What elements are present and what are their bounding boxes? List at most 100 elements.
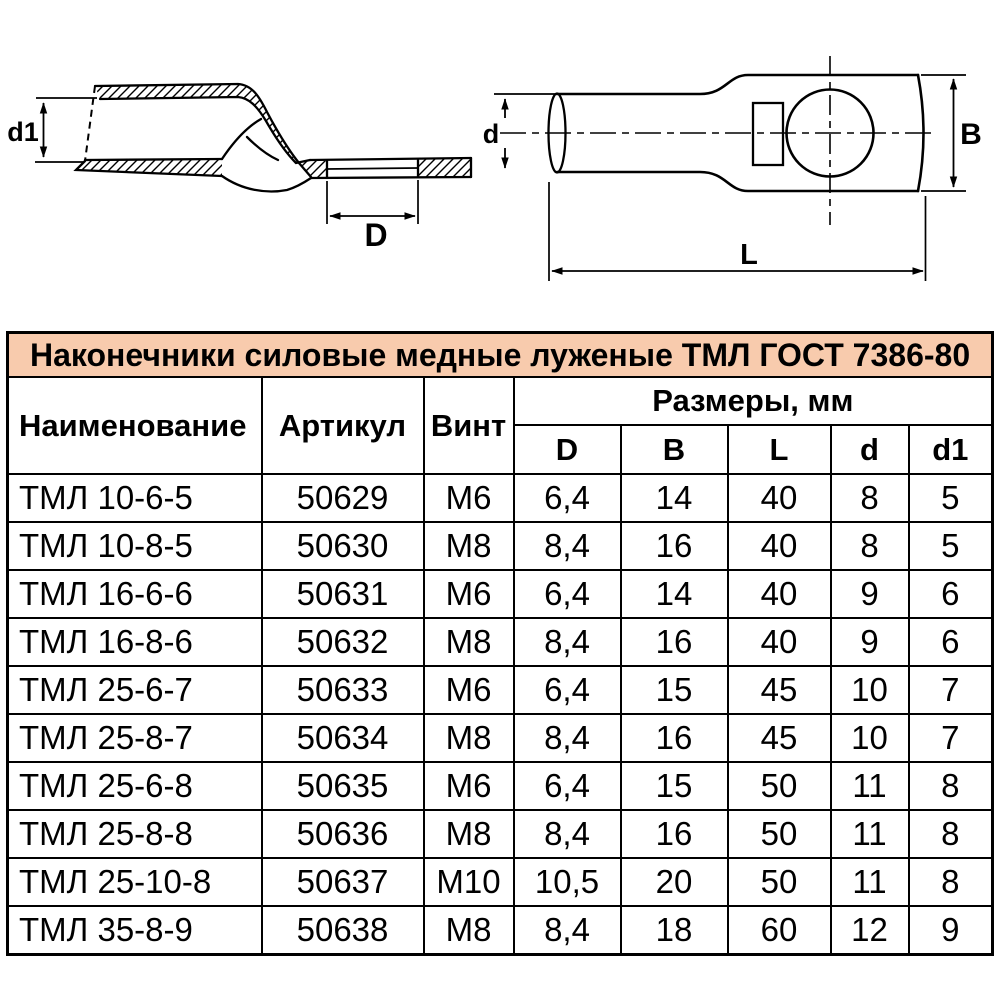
barrel-mouth-ellipse bbox=[547, 92, 567, 174]
cell-article: 50633 bbox=[260, 665, 425, 715]
cell-d1: 6 bbox=[907, 617, 994, 667]
cell-D: 6,4 bbox=[512, 665, 622, 715]
cell-article: 50631 bbox=[260, 569, 425, 619]
cell-B: 15 bbox=[619, 665, 729, 715]
cell-B: 16 bbox=[619, 809, 729, 859]
barrel-bottom-wall-hatch bbox=[76, 159, 222, 176]
table-head: Наконечники силовые медные луженые ТМЛ Г… bbox=[6, 331, 994, 475]
cell-L: 40 bbox=[726, 617, 832, 667]
cell-name: ТМЛ 25-10-8 bbox=[6, 857, 263, 907]
cell-d: 9 bbox=[829, 617, 910, 667]
cell-name: ТМЛ 25-6-7 bbox=[6, 665, 263, 715]
cell-D: 8,4 bbox=[512, 809, 622, 859]
cell-d: 8 bbox=[829, 473, 910, 523]
D-extension-lines bbox=[326, 180, 419, 224]
cell-D: 10,5 bbox=[512, 857, 622, 907]
cell-name: ТМЛ 25-8-8 bbox=[6, 809, 263, 859]
table-title-row: Наконечники силовые медные луженые ТМЛ Г… bbox=[6, 331, 994, 378]
cell-d: 10 bbox=[829, 665, 910, 715]
cell-d1: 6 bbox=[907, 569, 994, 619]
col-header-D: D bbox=[512, 424, 622, 475]
col-header-name: Наименование bbox=[6, 376, 263, 475]
palm-top-line bbox=[308, 156, 473, 162]
d1-dimension-label: d1 bbox=[7, 117, 39, 147]
hole-inner-line bbox=[326, 167, 419, 170]
cell-L: 40 bbox=[726, 473, 832, 523]
cell-L: 45 bbox=[726, 713, 832, 763]
col-header-article: Артикул bbox=[260, 376, 425, 475]
cell-d: 8 bbox=[829, 521, 910, 571]
bottom-wall-bottom-line bbox=[73, 159, 224, 178]
D-dimension-label: D bbox=[364, 217, 387, 253]
cell-screw: М8 bbox=[422, 713, 515, 763]
palm-end-hatch bbox=[418, 158, 471, 177]
cell-B: 14 bbox=[619, 569, 729, 619]
cell-L: 40 bbox=[726, 521, 832, 571]
col-header-d: d bbox=[829, 424, 910, 475]
col-header-B: B bbox=[619, 424, 729, 475]
side-section-view: d1 D bbox=[7, 82, 473, 253]
cell-B: 20 bbox=[619, 857, 729, 907]
cell-name: ТМЛ 16-6-6 bbox=[6, 569, 263, 619]
cell-screw: М8 bbox=[422, 905, 515, 956]
cell-article: 50637 bbox=[260, 857, 425, 907]
cell-d: 11 bbox=[829, 809, 910, 859]
transition-fold-line-1 bbox=[220, 117, 263, 161]
cell-article: 50632 bbox=[260, 617, 425, 667]
cell-D: 6,4 bbox=[512, 569, 622, 619]
cell-name: ТМЛ 16-8-6 bbox=[6, 617, 263, 667]
cell-screw: М8 bbox=[422, 809, 515, 859]
col-header-dimensions-group: Размеры, мм bbox=[512, 376, 994, 426]
col-header-d1: d1 bbox=[907, 424, 994, 475]
cell-article: 50638 bbox=[260, 905, 425, 956]
cell-name: ТМЛ 35-8-9 bbox=[6, 905, 263, 956]
cell-d1: 5 bbox=[907, 473, 994, 523]
cell-screw: М6 bbox=[422, 473, 515, 523]
cell-screw: М10 bbox=[422, 857, 515, 907]
cell-d: 9 bbox=[829, 569, 910, 619]
palm-bottom-line bbox=[309, 175, 473, 180]
cell-D: 8,4 bbox=[512, 617, 622, 667]
cell-d1: 7 bbox=[907, 665, 994, 715]
cell-L: 50 bbox=[726, 857, 832, 907]
cell-L: 50 bbox=[726, 809, 832, 859]
cell-article: 50635 bbox=[260, 761, 425, 811]
cell-d1: 8 bbox=[907, 857, 994, 907]
L-dimension-label: L bbox=[740, 239, 758, 271]
cell-name: ТМЛ 25-8-7 bbox=[6, 713, 263, 763]
cell-d: 12 bbox=[829, 905, 910, 956]
header-row-top: Наименование Артикул Винт Размеры, мм bbox=[6, 376, 994, 475]
palm-right-edge bbox=[916, 73, 925, 193]
cell-screw: М8 bbox=[422, 521, 515, 571]
cell-B: 16 bbox=[619, 713, 729, 763]
cell-article: 50636 bbox=[260, 809, 425, 859]
body-top-contour bbox=[555, 73, 920, 96]
cell-screw: М6 bbox=[422, 761, 515, 811]
cell-d1: 9 bbox=[907, 905, 994, 956]
barrel-top-wall-hatch bbox=[95, 84, 327, 178]
cell-L: 45 bbox=[726, 665, 832, 715]
inner-top-contour bbox=[98, 95, 312, 165]
header-row-dims: D B L d d1 bbox=[8, 424, 994, 475]
cell-article: 50629 bbox=[260, 473, 425, 523]
cell-L: 50 bbox=[726, 761, 832, 811]
cell-L: 40 bbox=[726, 569, 832, 619]
bottom-wall-top-line bbox=[83, 157, 224, 162]
cell-B: 15 bbox=[619, 761, 729, 811]
cell-d: 10 bbox=[829, 713, 910, 763]
cell-d1: 7 bbox=[907, 713, 994, 763]
B-extension-lines bbox=[921, 74, 966, 192]
cell-B: 14 bbox=[619, 473, 729, 523]
cell-screw: М8 bbox=[422, 617, 515, 667]
outer-top-contour bbox=[93, 82, 313, 179]
transition-fold-line-2 bbox=[245, 135, 280, 162]
